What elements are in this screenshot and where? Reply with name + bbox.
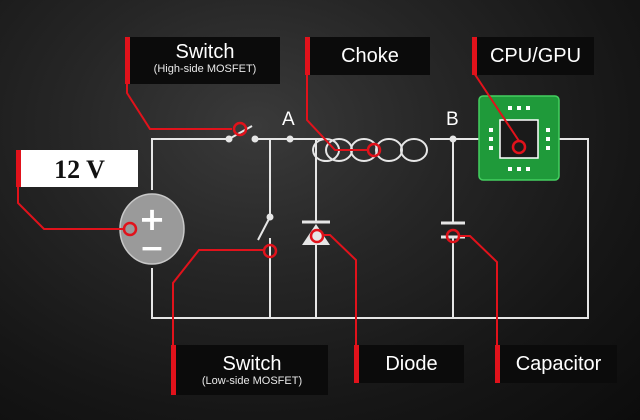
- label-low-side-switch: Switch (Low-side MOSFET): [171, 345, 328, 395]
- battery-minus-sign: −: [139, 231, 164, 266]
- marker-low-switch: [262, 243, 278, 259]
- label-high-side-switch-sub: (High-side MOSFET): [153, 63, 257, 75]
- label-cpu-gpu-title: CPU/GPU: [489, 45, 582, 67]
- label-low-side-switch-title: Switch: [222, 353, 282, 375]
- cpu-chip-icon: [478, 95, 560, 181]
- label-low-side-switch-sub: (Low-side MOSFET): [201, 375, 303, 387]
- leader-choke: [306, 37, 367, 151]
- node-b-label: B: [446, 109, 459, 130]
- node-a-label: A: [282, 109, 295, 130]
- label-cpu-gpu: CPU/GPU: [472, 37, 594, 75]
- marker-choke: [366, 142, 382, 158]
- marker-cpu: [511, 139, 527, 155]
- leader-low-switch: [172, 249, 263, 345]
- label-high-side-switch-title: Switch: [175, 41, 235, 63]
- node-b-dot: [449, 135, 457, 143]
- node-a-dot: [286, 135, 294, 143]
- label-high-side-switch: Switch (High-side MOSFET): [125, 37, 280, 84]
- marker-battery: [122, 221, 138, 237]
- wire-left-top: [151, 138, 226, 190]
- label-diode-title: Diode: [385, 353, 438, 375]
- marker-high-switch: [232, 121, 248, 137]
- choke-coil-symbol: [312, 138, 428, 162]
- label-choke: Choke: [305, 37, 430, 75]
- label-choke-title: Choke: [341, 45, 399, 67]
- marker-diode: [309, 228, 325, 244]
- low-side-switch-symbol: [257, 213, 274, 241]
- leader-diode: [324, 234, 357, 345]
- high-side-switch-symbol: [225, 125, 259, 143]
- battery-plus-sign: +: [139, 200, 166, 238]
- label-diode: Diode: [354, 345, 464, 383]
- callout-markers: [122, 121, 527, 259]
- marker-capacitor: [445, 228, 461, 244]
- leader-capacitor: [460, 235, 498, 345]
- label-capacitor: Capacitor: [495, 345, 617, 383]
- label-voltage: 12 V: [16, 150, 138, 187]
- label-capacitor-title: Capacitor: [515, 353, 602, 375]
